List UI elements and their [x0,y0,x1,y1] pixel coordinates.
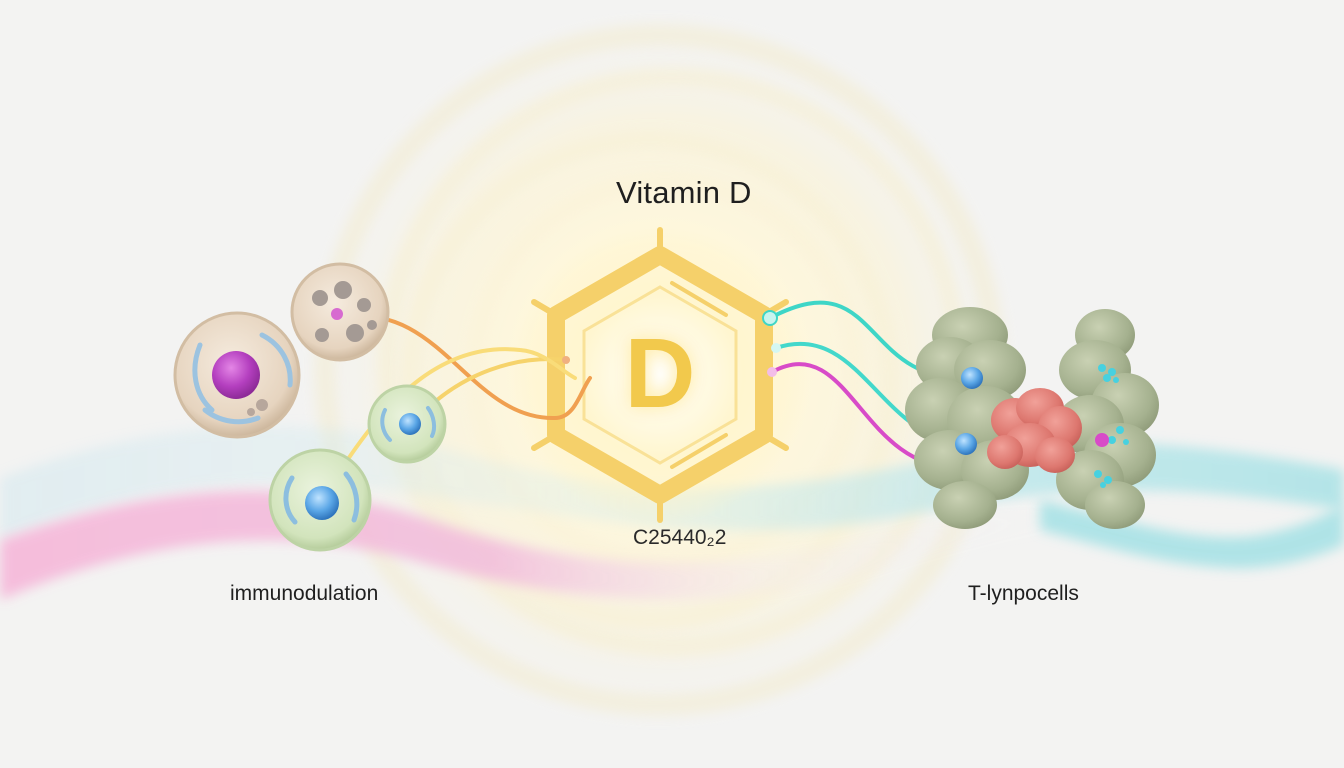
thymus-gland-icon [905,307,1159,529]
immune-cell-icon [173,311,301,439]
link-orange [341,314,592,421]
t-cell-icon [268,448,372,552]
cluster-dots [1094,364,1129,488]
t-cell-icon [367,384,447,464]
t-lymphocells-label: T-lynpocells [968,582,1079,605]
hexagon-ring-icon [510,225,810,525]
vitamin-d-letter: D [624,318,696,428]
immune-cell-icon [290,262,390,362]
diagram-title: Vitamin D [616,175,752,210]
thymus-center [987,388,1082,473]
chemical-formula: C25440₂2 [633,526,727,549]
immunomodulation-label: immunodulation [230,582,379,605]
link-yellow-2 [320,347,577,502]
